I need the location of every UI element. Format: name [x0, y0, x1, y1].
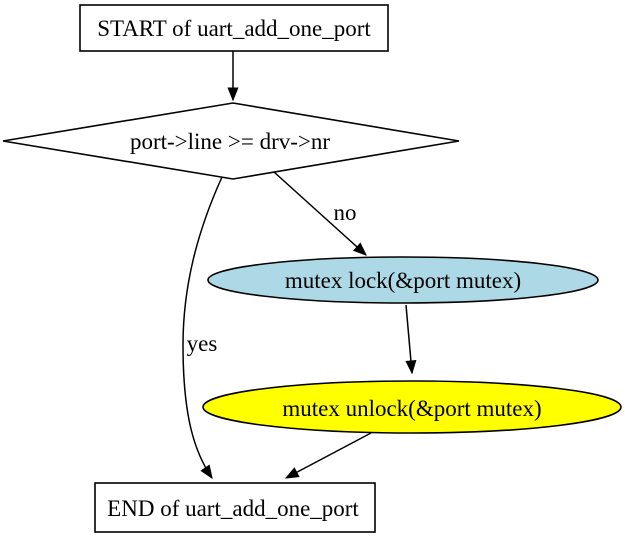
condition-node-label: port->line >= drv->nr — [130, 129, 330, 154]
mutex-unlock-node-label: mutex unlock(&port mutex) — [282, 396, 541, 421]
end-node — [94, 482, 376, 533]
edge-label-no: no — [334, 200, 357, 225]
edge-label-yes: yes — [187, 331, 218, 356]
condition-node — [2, 102, 460, 180]
mutex-unlock-node — [202, 380, 622, 434]
nodes-layer: START of uart_add_one_port port->line >=… — [2, 4, 622, 533]
start-node-label: START of uart_add_one_port — [97, 16, 371, 41]
edge-labels-layer: no yes — [187, 200, 357, 356]
end-node-label: END of uart_add_one_port — [107, 496, 359, 521]
edges-layer — [182, 51, 412, 479]
edge-mutex-lock-to-mutex-unlock — [405, 304, 412, 373]
mutex-lock-node — [207, 256, 599, 304]
edge-condition-to-mutex-lock-no — [273, 171, 366, 255]
start-node — [79, 4, 389, 52]
edge-mutex-unlock-to-end — [286, 432, 372, 479]
edge-condition-to-end-yes — [182, 176, 223, 478]
mutex-lock-node-label: mutex lock(&port mutex) — [285, 268, 521, 293]
